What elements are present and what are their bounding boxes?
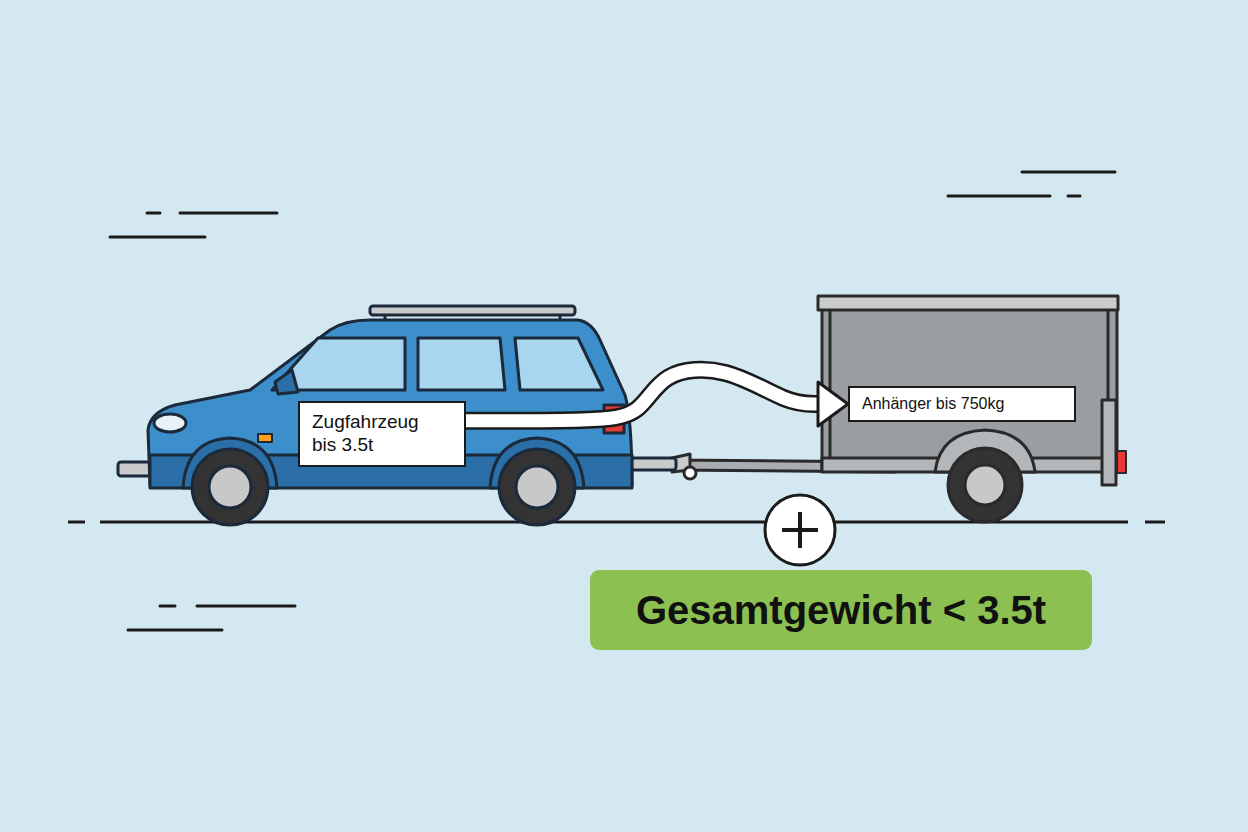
arrow-outline [466,370,824,421]
trailer-label: Anhänger bis 750kg [848,386,1076,422]
speed-lines [110,172,1115,630]
plus-symbol [765,495,835,565]
label-text: Gesamtgewicht < 3.5t [636,586,1046,634]
arrow-head [818,382,848,426]
curved-arrow [466,370,848,426]
label-text: Zugfahrzeug bis 3.5t [312,411,434,457]
trailer [672,296,1126,522]
label-text: Anhänger bis 750kg [862,394,1004,413]
total-weight-box: Gesamtgewicht < 3.5t [590,570,1092,650]
vehicle-label: Zugfahrzeug bis 3.5t [298,401,466,467]
arrow-body [466,370,824,421]
